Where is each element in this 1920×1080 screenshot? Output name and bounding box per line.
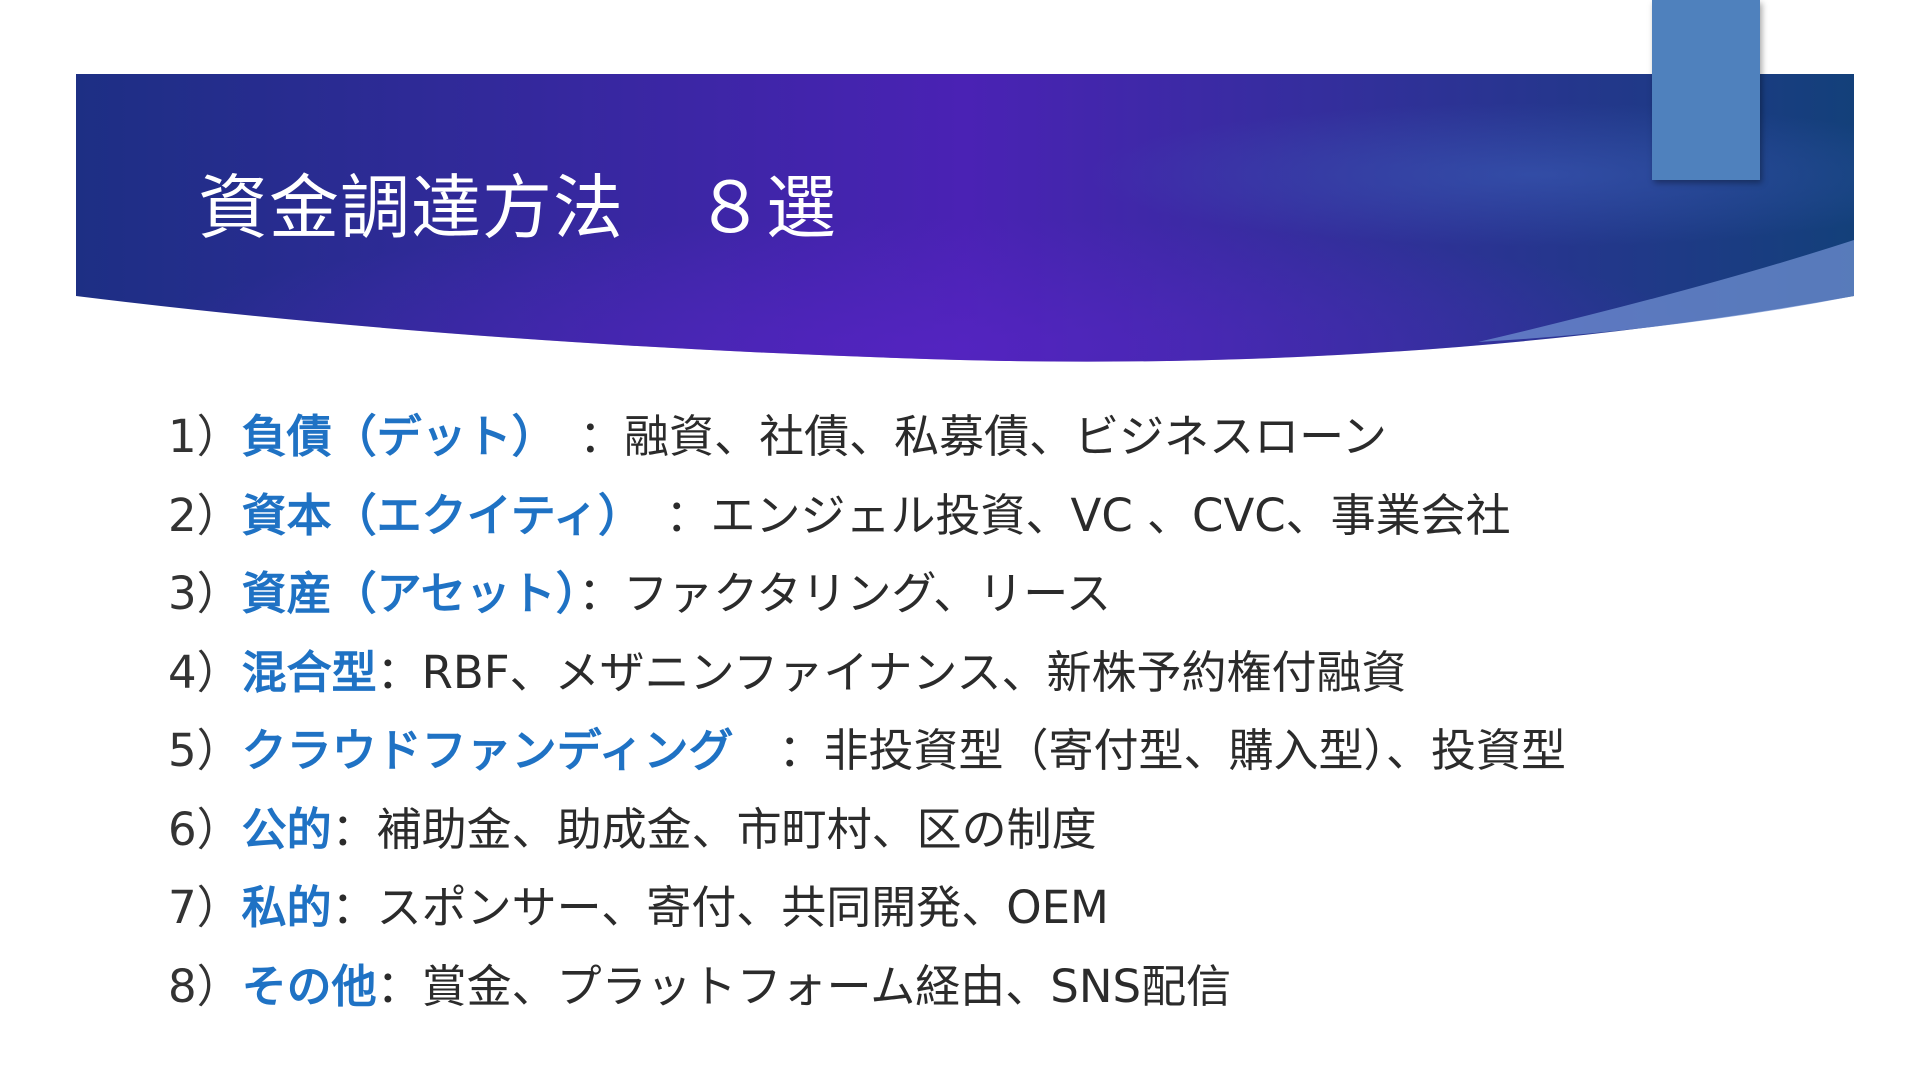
item-label: 私的: [241, 881, 332, 934]
list-item: 5）クラウドファンディング ：非投資型（寄付型、購入型）、投資型: [168, 712, 1868, 791]
item-description: ：非投資型（寄付型、購入型）、投資型: [733, 724, 1567, 777]
list-item: 4）混合型：RBF、メザニンファイナンス、新株予約権付融資: [168, 634, 1868, 713]
list-item: 1）負債（デット） ：融資、社債、私募債、ビジネスローン: [168, 398, 1868, 477]
item-label: 混合型: [241, 645, 377, 699]
item-number: 3）: [168, 567, 242, 620]
item-description: ：エンジェル投資、VC 、CVC、事業会社: [620, 488, 1511, 542]
item-label: 負債（デット）: [241, 410, 535, 463]
item-description: ：賞金、プラットフォーム経由、SNS配信: [376, 959, 1232, 1013]
item-number: 8）: [168, 959, 242, 1013]
item-label: 公的: [241, 802, 332, 856]
list-item: 7）私的：スポンサー、寄付、共同開発、OEM: [168, 869, 1868, 948]
item-description: ：RBF、メザニンファイナンス、新株予約権付融資: [376, 645, 1407, 699]
item-label: 資本（エクイティ）: [241, 488, 621, 542]
item-number: 4）: [168, 645, 242, 699]
item-description: ：補助金、助成金、市町村、区の制度: [331, 802, 1097, 856]
funding-methods-list: 1）負債（デット） ：融資、社債、私募債、ビジネスローン 2）資本（エクイティ）…: [168, 398, 1868, 1026]
list-item: 2）資本（エクイティ） ：エンジェル投資、VC 、CVC、事業会社: [168, 477, 1868, 556]
item-description: ：ファクタリング、リース: [578, 567, 1112, 620]
list-item: 8）その他：賞金、プラットフォーム経由、SNS配信: [168, 948, 1868, 1027]
slide-title: 資金調達方法 ８選: [198, 167, 837, 249]
item-description: ：スポンサー、寄付、共同開発、OEM: [331, 881, 1109, 934]
item-number: 1）: [168, 410, 242, 463]
item-label: クラウドファンディング: [241, 724, 734, 777]
item-number: 7）: [168, 881, 242, 934]
list-item: 6）公的：補助金、助成金、市町村、区の制度: [168, 791, 1868, 870]
item-number: 2）: [168, 488, 242, 542]
item-description: ：融資、社債、私募債、ビジネスローン: [534, 410, 1387, 463]
item-number: 5）: [168, 724, 242, 777]
accent-tab: [1652, 0, 1760, 180]
item-label: その他: [241, 959, 377, 1013]
list-item: 3）資産（アセット）：ファクタリング、リース: [168, 555, 1868, 634]
item-number: 6）: [168, 802, 242, 856]
item-label: 資産（アセット）: [241, 567, 579, 620]
